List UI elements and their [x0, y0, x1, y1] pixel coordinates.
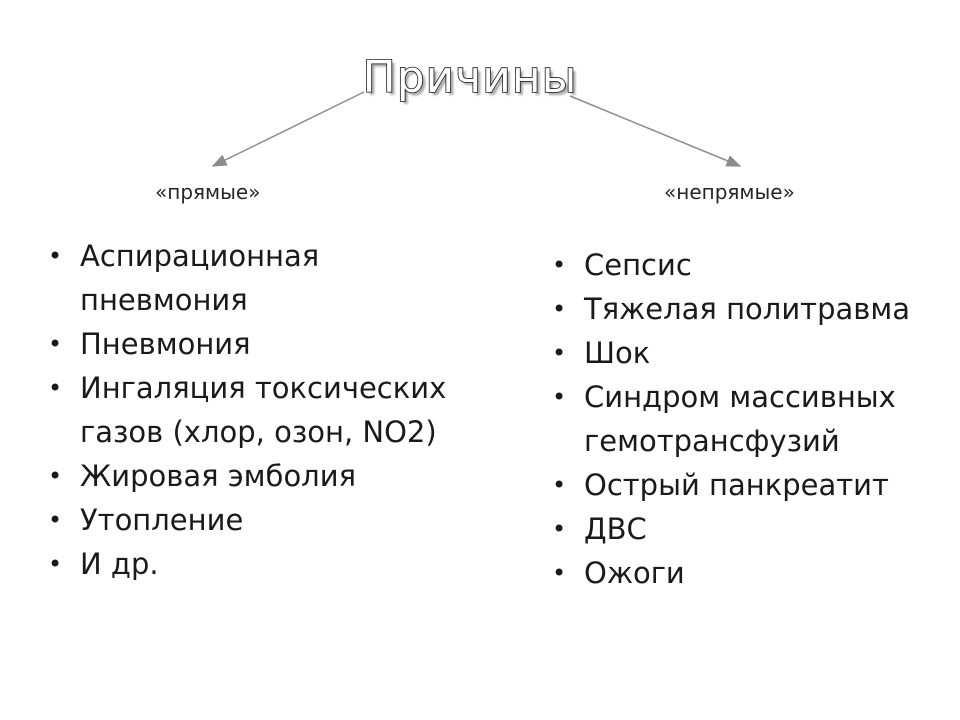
bullet-icon: • — [552, 471, 567, 499]
list-item-text: Синдром массивных гемотрансфузий — [584, 380, 896, 458]
bullet-icon: • — [48, 374, 63, 402]
list-item-text: Тяжелая политравма — [584, 292, 910, 326]
list-item-text: Ингаляция токсических газов (хлор, озон,… — [80, 371, 447, 449]
bullet-icon: • — [552, 559, 567, 587]
list-item-text: Жировая эмболия — [80, 459, 357, 493]
list-item-text: Шок — [584, 336, 651, 370]
list-item: • ДВС — [552, 507, 952, 551]
list-item: • Ингаляция токсических газов (хлор, озон… — [48, 366, 468, 454]
list-item: • Пневмония — [48, 322, 468, 366]
list-item-text: Аспирационная пневмония — [80, 239, 320, 317]
list-item: • Тяжелая политравма — [552, 287, 952, 331]
bullet-icon: • — [48, 330, 63, 358]
list-item-text: Ожоги — [584, 556, 685, 590]
list-item: • Утопление — [48, 498, 468, 542]
list-item-text: Сепсис — [584, 248, 692, 282]
list-item-text: ДВС — [584, 512, 647, 546]
direct-causes-label: «прямые» — [155, 180, 261, 204]
bullet-icon: • — [552, 515, 567, 543]
list-item: • Синдром массивных гемотрансфузий — [552, 375, 952, 463]
page-title: Причины — [362, 51, 578, 104]
indirect-causes-list: • Сепсис • Тяжелая политравма • Шок • Синдро… — [552, 243, 952, 595]
list-item-text: Острый панкреатит — [584, 468, 889, 502]
list-item-text: И др. — [80, 547, 159, 581]
arrow-right — [569, 95, 742, 167]
arrow-left — [211, 91, 365, 167]
list-item-text: Пневмония — [80, 327, 251, 361]
list-item: • Аспирационная пневмония — [48, 234, 468, 322]
bullet-icon: • — [552, 295, 567, 323]
list-item-text: Утопление — [80, 503, 244, 537]
bullet-icon: • — [48, 506, 63, 534]
bullet-icon: • — [48, 242, 63, 270]
list-item: • Сепсис — [552, 243, 952, 287]
list-item: • И др. — [48, 542, 468, 586]
list-item: • Острый панкреатит — [552, 463, 952, 507]
bullet-icon: • — [552, 251, 567, 279]
direct-causes-list: • Аспирационная пневмония • Пневмония • Инг… — [48, 234, 468, 586]
bullet-icon: • — [552, 339, 567, 367]
bullet-icon: • — [552, 383, 567, 411]
bullet-icon: • — [48, 462, 63, 490]
list-item: • Ожоги — [552, 551, 952, 595]
indirect-causes-label: «непрямые» — [664, 180, 795, 204]
bullet-icon: • — [48, 550, 63, 578]
list-item: • Жировая эмболия — [48, 454, 468, 498]
list-item: • Шок — [552, 331, 952, 375]
